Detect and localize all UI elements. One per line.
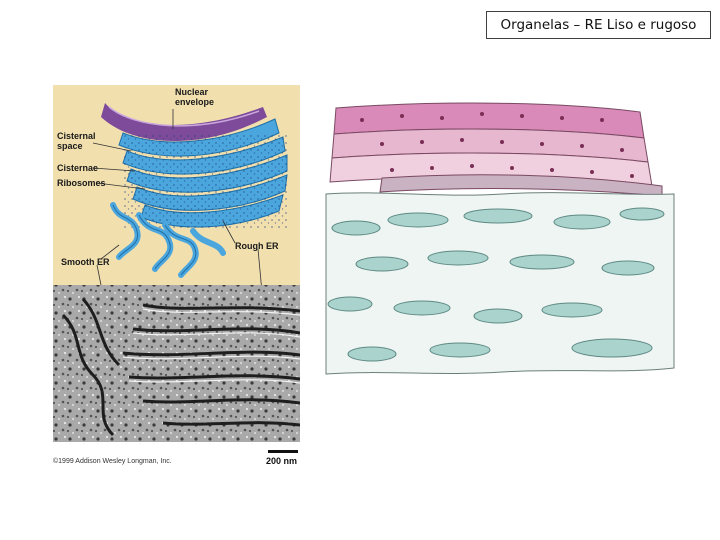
scale-bar — [268, 450, 298, 453]
slide-title: Organelas – RE Liso e rugoso — [486, 11, 711, 39]
nuclear-envelope-shape — [101, 103, 267, 142]
er-labeled-figure: Nuclear envelope Cisternal space Cistern… — [53, 85, 301, 442]
label-cisternae: Cisternae — [57, 163, 99, 173]
micrograph — [53, 285, 300, 442]
smooth-er-lumens — [327, 207, 665, 362]
er-illustration — [53, 85, 301, 442]
label-rough-er: Rough ER — [235, 241, 279, 251]
scale-bar-label: 200 nm — [266, 456, 298, 466]
micrograph-membranes — [61, 297, 301, 437]
label-smooth-er: Smooth ER — [61, 257, 110, 267]
rough-er-sheets — [329, 102, 663, 197]
er-3d-drawing — [325, 102, 675, 375]
label-ribosomes: Ribosomes — [57, 178, 106, 188]
smooth-er-network — [325, 192, 675, 375]
copyright-text: ©1999 Addison Wesley Longman, Inc. — [53, 458, 172, 465]
label-nuclear-envelope: Nuclear envelope — [175, 87, 215, 107]
label-cisternal-space: Cisternal space — [57, 131, 96, 151]
ribosome-dots — [360, 112, 634, 178]
er-3d-illustration — [322, 98, 678, 388]
